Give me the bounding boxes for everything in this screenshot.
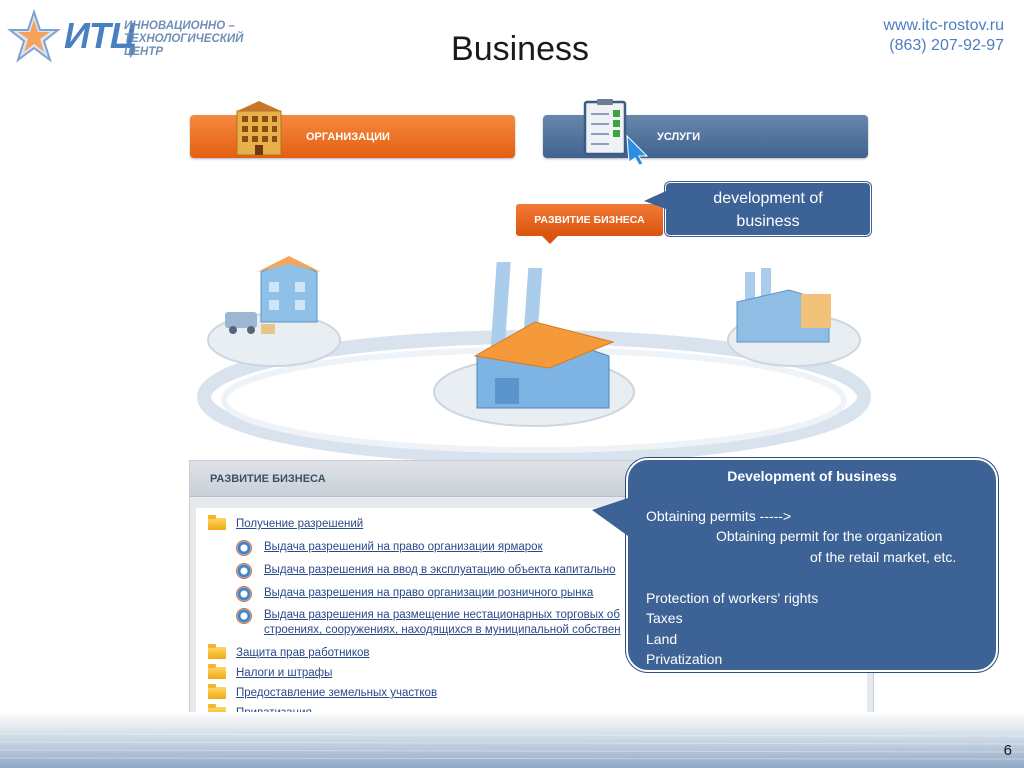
callout-small-line-2: business bbox=[736, 213, 800, 230]
callout-line-privatization: Privatization bbox=[646, 651, 723, 667]
logo-line-2: ТЕХНОЛОГИЧЕСКИЙ bbox=[124, 33, 244, 45]
folder-icon bbox=[208, 684, 226, 699]
folder-icon bbox=[208, 664, 226, 679]
callout-line-permits: Obtaining permits -----> bbox=[646, 508, 792, 524]
office-building-icon bbox=[257, 256, 321, 323]
footer-wave-decoration bbox=[0, 733, 1024, 760]
subitem-fairs-permit[interactable]: Выдача разрешений на право организации я… bbox=[236, 540, 543, 556]
category-label: Получение разрешений bbox=[236, 518, 364, 530]
logo-line-3: ЦЕНТР bbox=[124, 46, 164, 58]
category-taxes[interactable]: Налоги и штрафы bbox=[208, 664, 333, 679]
subitem-commissioning-permit[interactable]: Выдача разрешения на ввод в эксплуатацию… bbox=[236, 563, 616, 579]
document-link-icon bbox=[236, 586, 252, 602]
folder-icon bbox=[208, 644, 226, 659]
callout-big-title: Development of business bbox=[727, 468, 897, 484]
subitem-label: Выдача разрешения на право организации р… bbox=[264, 587, 594, 599]
callout-line-workers: Protection of workers' rights bbox=[646, 590, 819, 606]
logo-full-name: ИННОВАЦИОННО – ТЕХНОЛОГИЧЕСКИЙ ЦЕНТР bbox=[124, 20, 243, 59]
callout-line-taxes: Taxes bbox=[646, 610, 683, 626]
clipboard-icon bbox=[583, 99, 649, 166]
category-label: Налоги и штрафы bbox=[236, 667, 333, 679]
callout-line-retail: of the retail market, etc. bbox=[810, 549, 957, 565]
callout-line-permit-org: Obtaining permit for the organization bbox=[716, 528, 943, 544]
category-label: Предоставление земельных участков bbox=[236, 687, 438, 699]
subitem-label-line-2: строениях, сооружениях, находящихся в му… bbox=[264, 624, 621, 636]
slide-title: Business bbox=[451, 30, 589, 68]
footer-background bbox=[0, 712, 1024, 768]
logo-abbreviation: ИТЦ bbox=[64, 15, 136, 56]
subitem-label-multiline: Выдача разрешения на размещение нестацио… bbox=[264, 608, 621, 638]
document-link-icon bbox=[236, 563, 252, 579]
logo-line-1: ИННОВАЦИОННО – bbox=[124, 20, 235, 32]
callout-line-land: Land bbox=[646, 631, 678, 647]
category-label: Защита прав работников bbox=[236, 647, 370, 659]
category-permits[interactable]: Получение разрешений bbox=[208, 515, 364, 530]
callout-business-details: Development of business Obtaining permit… bbox=[592, 458, 998, 672]
business-development-tag[interactable]: РАЗВИТИЕ БИЗНЕСА bbox=[516, 204, 663, 244]
warehouse-icon bbox=[473, 262, 615, 409]
tab-services-label: УСЛУГИ bbox=[657, 130, 701, 143]
star-logo-icon bbox=[7, 8, 61, 63]
itc-logo: ИТЦ ИННОВАЦИОННО – ТЕХНОЛОГИЧЕСКИЙ ЦЕНТР bbox=[6, 8, 256, 64]
building-icon bbox=[236, 101, 282, 156]
subitem-label-line-1: Выдача разрешения на размещение нестацио… bbox=[264, 609, 620, 621]
phone-number: (863) 207-92-97 bbox=[889, 37, 1004, 54]
category-land[interactable]: Предоставление земельных участков bbox=[208, 684, 438, 699]
subitem-retail-market-permit[interactable]: Выдача разрешения на право организации р… bbox=[236, 586, 593, 602]
business-scene-illustration bbox=[197, 256, 871, 464]
subitem-label: Выдача разрешений на право организации я… bbox=[264, 541, 543, 553]
factory-icon bbox=[736, 268, 831, 343]
website-link[interactable]: www.itc-rostov.ru bbox=[883, 17, 1004, 34]
delivery-car-icon bbox=[225, 312, 275, 334]
callout-development-of-business: development of business bbox=[644, 182, 871, 236]
contacts: www.itc-rostov.ru (863) 207-92-97 bbox=[883, 16, 1004, 56]
subitem-non-stationary-permit[interactable]: Выдача разрешения на размещение нестацио… bbox=[236, 608, 621, 638]
page-number: 6 bbox=[1003, 742, 1012, 759]
subitem-label: Выдача разрешения на ввод в эксплуатацию… bbox=[264, 564, 616, 576]
callout-small-line-1: development of bbox=[713, 190, 823, 207]
category-workers-rights[interactable]: Защита прав работников bbox=[208, 644, 370, 659]
tab-organizations-label: ОРГАНИЗАЦИИ bbox=[306, 130, 390, 143]
document-link-icon bbox=[236, 540, 252, 556]
folder-icon bbox=[208, 515, 226, 530]
document-link-icon bbox=[236, 608, 252, 624]
